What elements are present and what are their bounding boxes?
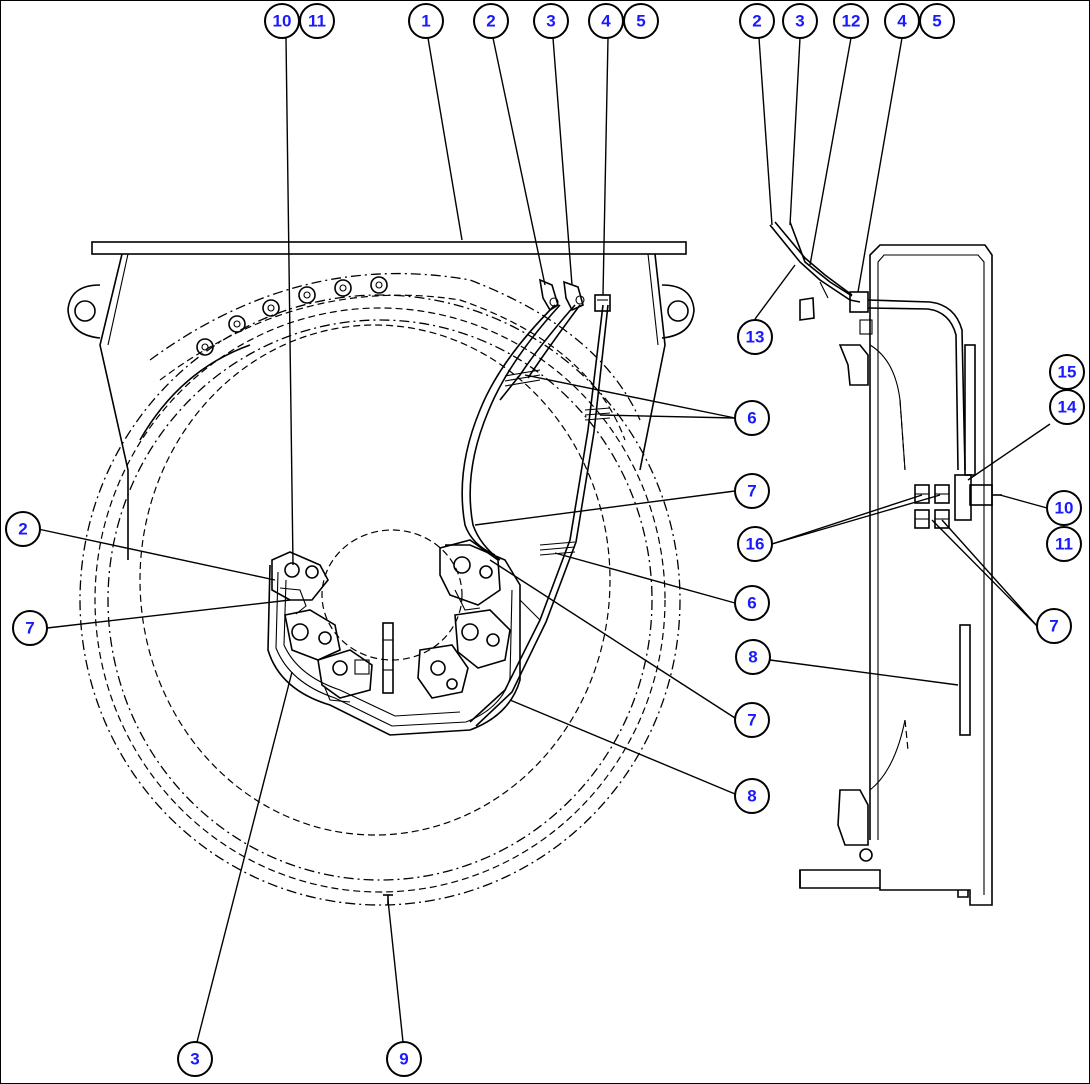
svg-text:1: 1 bbox=[421, 12, 430, 31]
side-section-terminal-block bbox=[914, 474, 1002, 529]
bolt-holes-row bbox=[196, 276, 388, 356]
callouts: 10 11 1 2 3 4 5 2 3 12 4 5 13 15 14 6 7 … bbox=[5, 3, 1085, 1077]
callout-8-lower: 8 bbox=[734, 778, 770, 814]
callout-12-right-top: 12 bbox=[833, 3, 869, 39]
svg-text:14: 14 bbox=[1058, 398, 1077, 417]
svg-text:11: 11 bbox=[1055, 535, 1073, 554]
svg-text:7: 7 bbox=[747, 482, 756, 501]
svg-text:8: 8 bbox=[748, 648, 757, 667]
brush-holder-right-upper bbox=[439, 539, 501, 611]
brush-holder-left-lower bbox=[284, 609, 341, 661]
callout-2-right-top: 2 bbox=[739, 3, 775, 39]
svg-text:7: 7 bbox=[747, 711, 756, 730]
svg-text:13: 13 bbox=[746, 328, 765, 347]
callout-7-lower: 7 bbox=[734, 702, 770, 738]
callout-7-upper: 7 bbox=[734, 473, 770, 509]
brush-holder-bottom-right bbox=[417, 644, 469, 699]
stator-rings bbox=[79, 272, 681, 906]
callout-9-bottom: 9 bbox=[386, 1041, 422, 1077]
brush-holder-right-lower bbox=[454, 609, 511, 669]
svg-text:7: 7 bbox=[1049, 617, 1058, 636]
callout-11-top: 11 bbox=[299, 3, 335, 39]
callout-5-right-top: 5 bbox=[919, 3, 955, 39]
svg-text:5: 5 bbox=[636, 12, 645, 31]
callout-7-left: 7 bbox=[12, 610, 48, 646]
svg-text:2: 2 bbox=[486, 12, 495, 31]
svg-text:7: 7 bbox=[25, 619, 34, 638]
svg-text:3: 3 bbox=[795, 12, 804, 31]
lead-cables bbox=[461, 304, 609, 727]
svg-text:3: 3 bbox=[546, 12, 555, 31]
svg-text:2: 2 bbox=[752, 12, 761, 31]
leader-lines bbox=[37, 37, 1051, 1043]
callout-11-right: 11 bbox=[1046, 526, 1082, 562]
svg-text:3: 3 bbox=[190, 1050, 199, 1069]
callout-6-mid: 6 bbox=[734, 585, 770, 621]
callout-1-top: 1 bbox=[408, 3, 444, 39]
lead-terminals-top bbox=[538, 278, 611, 312]
brush-holder-left-upper bbox=[271, 551, 329, 615]
svg-text:16: 16 bbox=[746, 535, 765, 554]
callout-13: 13 bbox=[737, 319, 773, 355]
callout-2-left: 2 bbox=[5, 511, 41, 547]
side-section-brackets bbox=[837, 344, 976, 862]
side-section-frame bbox=[799, 244, 993, 906]
svg-text:5: 5 bbox=[932, 12, 941, 31]
svg-text:11: 11 bbox=[308, 12, 326, 31]
svg-text:2: 2 bbox=[18, 520, 27, 539]
svg-text:15: 15 bbox=[1058, 363, 1077, 382]
housing-outline bbox=[67, 241, 695, 560]
callout-16: 16 bbox=[737, 526, 773, 562]
callout-10-top: 10 bbox=[264, 3, 300, 39]
cable-clamp-bottom bbox=[382, 622, 394, 694]
svg-text:12: 12 bbox=[842, 12, 861, 31]
svg-text:6: 6 bbox=[747, 594, 756, 613]
callout-3-bottom: 3 bbox=[177, 1041, 213, 1077]
svg-text:4: 4 bbox=[897, 12, 907, 31]
brush-holder-bottom-left bbox=[317, 649, 373, 703]
side-section-leads bbox=[769, 221, 966, 471]
callout-15: 15 bbox=[1049, 354, 1085, 390]
svg-text:10: 10 bbox=[273, 12, 292, 31]
callout-14: 14 bbox=[1049, 389, 1085, 425]
callout-6-upper: 6 bbox=[734, 400, 770, 436]
callout-4-top: 4 bbox=[588, 3, 624, 39]
shaft-bore bbox=[321, 529, 463, 661]
callout-8-right: 8 bbox=[735, 639, 771, 675]
callout-4-right-top: 4 bbox=[884, 3, 920, 39]
svg-text:10: 10 bbox=[1055, 499, 1074, 518]
brush-holder-ring bbox=[267, 544, 521, 736]
callout-7-right: 7 bbox=[1036, 608, 1072, 644]
callout-3-top: 3 bbox=[533, 3, 569, 39]
svg-text:4: 4 bbox=[601, 12, 611, 31]
svg-text:8: 8 bbox=[747, 787, 756, 806]
callout-5-top: 5 bbox=[623, 3, 659, 39]
callout-3-right-top: 3 bbox=[782, 3, 818, 39]
svg-text:6: 6 bbox=[747, 409, 756, 428]
svg-text:9: 9 bbox=[399, 1050, 408, 1069]
callout-2-top: 2 bbox=[473, 3, 509, 39]
cable-ties bbox=[504, 369, 611, 556]
callout-10-right: 10 bbox=[1046, 490, 1082, 526]
